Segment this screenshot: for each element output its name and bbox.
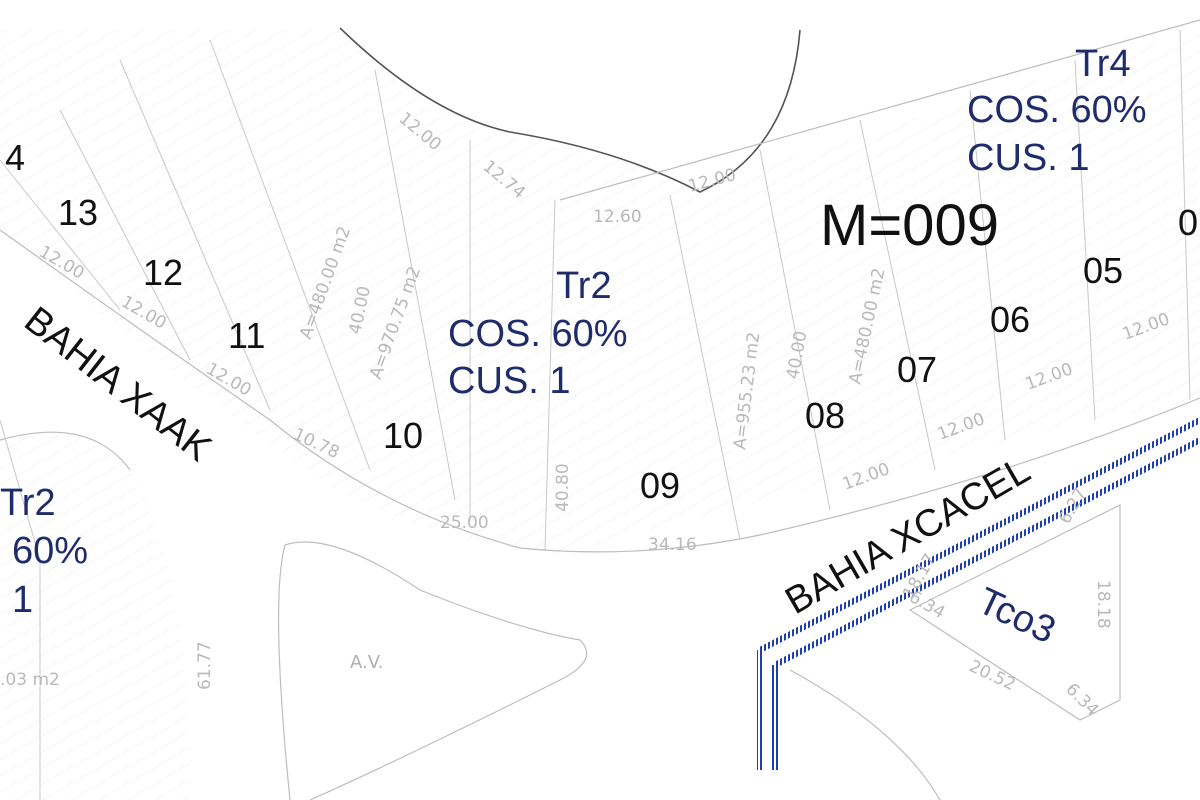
- zone-label-left: Tr2 60% 1: [0, 482, 88, 621]
- dim-d20: 61.77: [195, 641, 215, 690]
- zone-left-code: Tr2: [0, 482, 56, 524]
- lot-4: 4: [5, 137, 25, 178]
- dim-d24: 20.52: [966, 656, 1019, 695]
- block-boundaries: [0, 19, 1200, 800]
- zone-center-code: Tr2: [556, 265, 612, 307]
- zone-center-cos: COS. 60%: [448, 313, 628, 355]
- lot-09: 09: [640, 465, 680, 506]
- zone-left-cos: 60%: [12, 530, 88, 572]
- zone-top-right-cus: CUS. 1: [967, 137, 1089, 179]
- lot-10: 10: [383, 415, 423, 456]
- lot-11: 11: [228, 315, 265, 356]
- lot-07: 07: [897, 349, 937, 390]
- dim-d22: 18.18: [1093, 580, 1113, 629]
- block-id: M=009: [820, 193, 999, 258]
- lot-08: 08: [805, 395, 845, 436]
- lot-06: 06: [990, 299, 1030, 340]
- zone-center-cus: CUS. 1: [448, 360, 570, 402]
- road-curb-top: [339, 27, 801, 193]
- zone-top-right-code: Tr4: [1075, 43, 1131, 85]
- block-hatch: [0, 30, 1200, 800]
- dim-d13: 34.16: [648, 535, 697, 555]
- lot-05: 05: [1083, 250, 1123, 291]
- dim-d25: 6.34: [1061, 679, 1102, 720]
- lot-lines: [0, 29, 1191, 800]
- green-area-label: A.V.: [350, 652, 383, 673]
- zone-top-right-cos: COS. 60%: [967, 89, 1147, 131]
- dim-d11: 25.00: [440, 513, 489, 533]
- dim-d12: 40.80: [553, 463, 573, 512]
- zone-commercial-code: Tco3: [971, 580, 1062, 652]
- lot-numbers: 4 13 12 11 10 09 08 07 06 05 0: [5, 137, 1198, 506]
- dim-d23: 6.34: [906, 587, 949, 623]
- lot-0x: 0: [1178, 202, 1198, 243]
- zone-boundary-line: [757, 417, 1200, 770]
- lot-12: 12: [143, 252, 183, 293]
- lot-13: 13: [58, 192, 98, 233]
- zone-label-top-right: Tr4 COS. 60% CUS. 1: [967, 43, 1147, 179]
- area-a5: .03 m2: [0, 670, 60, 690]
- zone-label-center: Tr2 COS. 60% CUS. 1: [448, 265, 628, 402]
- dim-d3: 12.60: [593, 207, 642, 227]
- zone-left-cus: 1: [12, 579, 33, 621]
